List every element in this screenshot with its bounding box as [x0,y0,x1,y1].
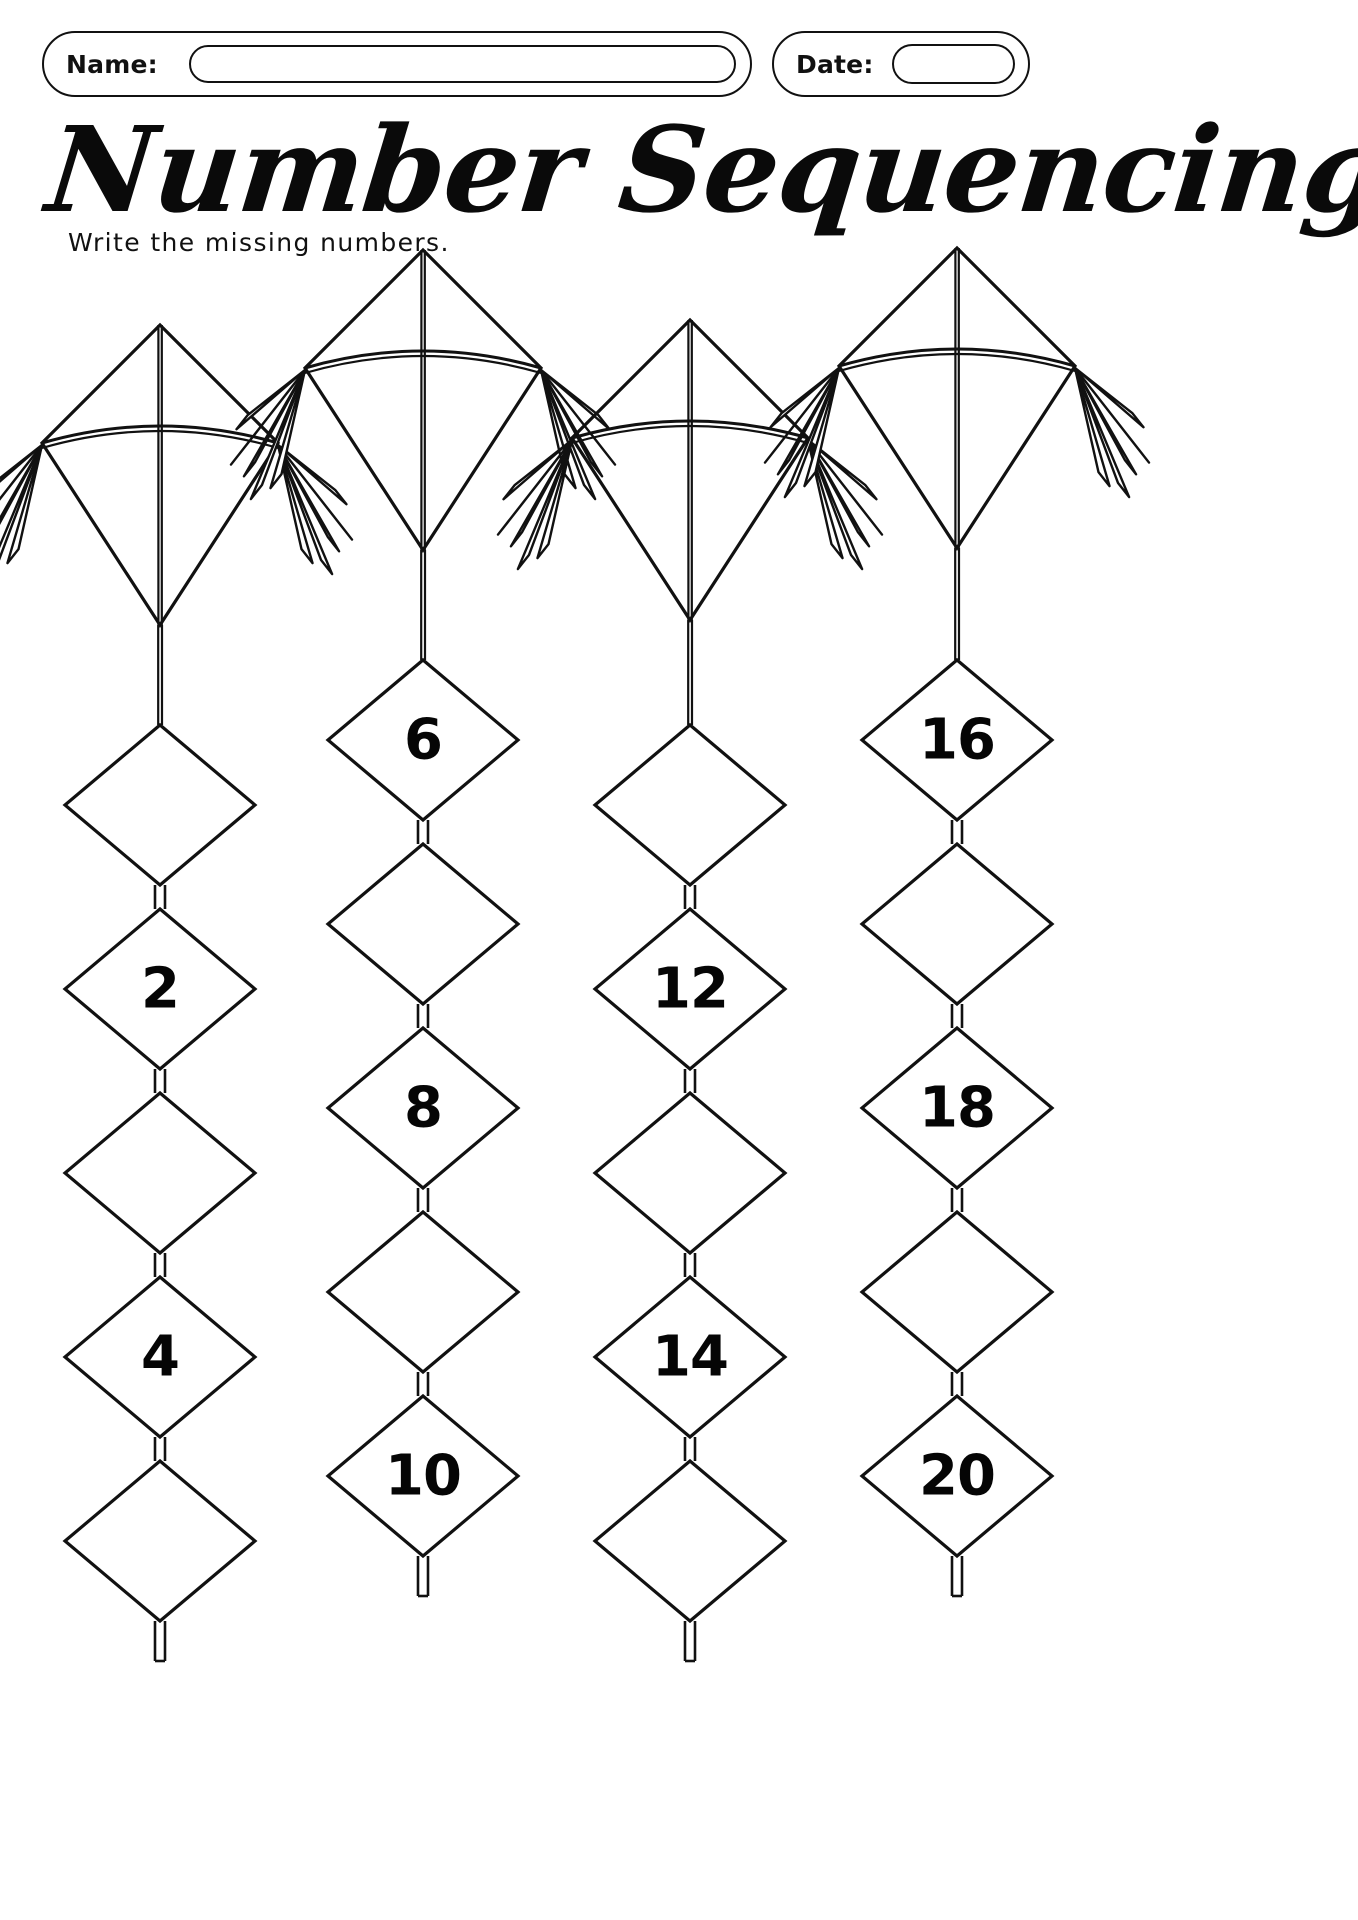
tail-diamond [325,841,521,1007]
tail-number[interactable]: 12 [652,956,729,1022]
tail-diamond [859,657,1055,823]
date-label: Date: [796,49,874,79]
date-input[interactable] [892,44,1015,84]
tail-diamond [592,722,788,888]
kite-illustration [0,245,1151,1663]
header-fields: Name: Date: [42,30,1316,98]
kite-tassel [0,443,44,565]
tail-diamond [62,906,258,1072]
tail-number[interactable]: 4 [141,1324,180,1390]
kite-tassel [806,438,884,571]
date-field-group[interactable]: Date: [772,31,1030,97]
tail-diamond [592,906,788,1072]
kite-2 [229,247,617,1598]
tail-diamond [592,1274,788,1440]
tail-number[interactable]: 16 [919,707,996,773]
page-title: Number Sequencing [40,100,1358,239]
kite-tassel [496,438,574,571]
tail-diamond [859,841,1055,1007]
kite-4 [763,245,1151,1598]
tail-number[interactable]: 2 [141,956,180,1022]
kite-3 [496,317,884,1663]
tail-diamond [859,1209,1055,1375]
tail-diamond [62,1090,258,1256]
tail-number[interactable]: 14 [652,1324,729,1390]
tail-diamond [62,722,258,888]
tail-diamond [325,1025,521,1191]
page-subtitle: Write the missing numbers. [68,228,450,257]
kite-tassel [276,443,354,576]
kite-tassel [1073,366,1151,499]
tail-number[interactable]: 20 [919,1443,996,1509]
tail-diamond [859,1393,1055,1559]
tail-diamond [62,1458,258,1624]
name-input[interactable] [189,45,736,83]
tail-number[interactable]: 8 [404,1075,443,1141]
name-field-group[interactable]: Name: [42,31,752,97]
name-label: Name: [66,49,158,79]
tail-diamond [592,1090,788,1256]
tail-diamond [325,1209,521,1375]
kites-board: 2 4 6 8 10 12 14 16 18 20 [0,240,1358,1920]
tail-diamond [592,1458,788,1624]
tail-number[interactable]: 10 [385,1443,462,1509]
tail-diamond [859,1025,1055,1191]
tail-number[interactable]: 6 [404,707,443,773]
kite-1 [0,322,354,1663]
tail-diamond [325,1393,521,1559]
tail-diamond [325,657,521,823]
kite-tassel [763,366,841,499]
tail-number[interactable]: 18 [919,1075,996,1141]
kite-tassel [229,368,307,501]
tail-diamond [62,1274,258,1440]
